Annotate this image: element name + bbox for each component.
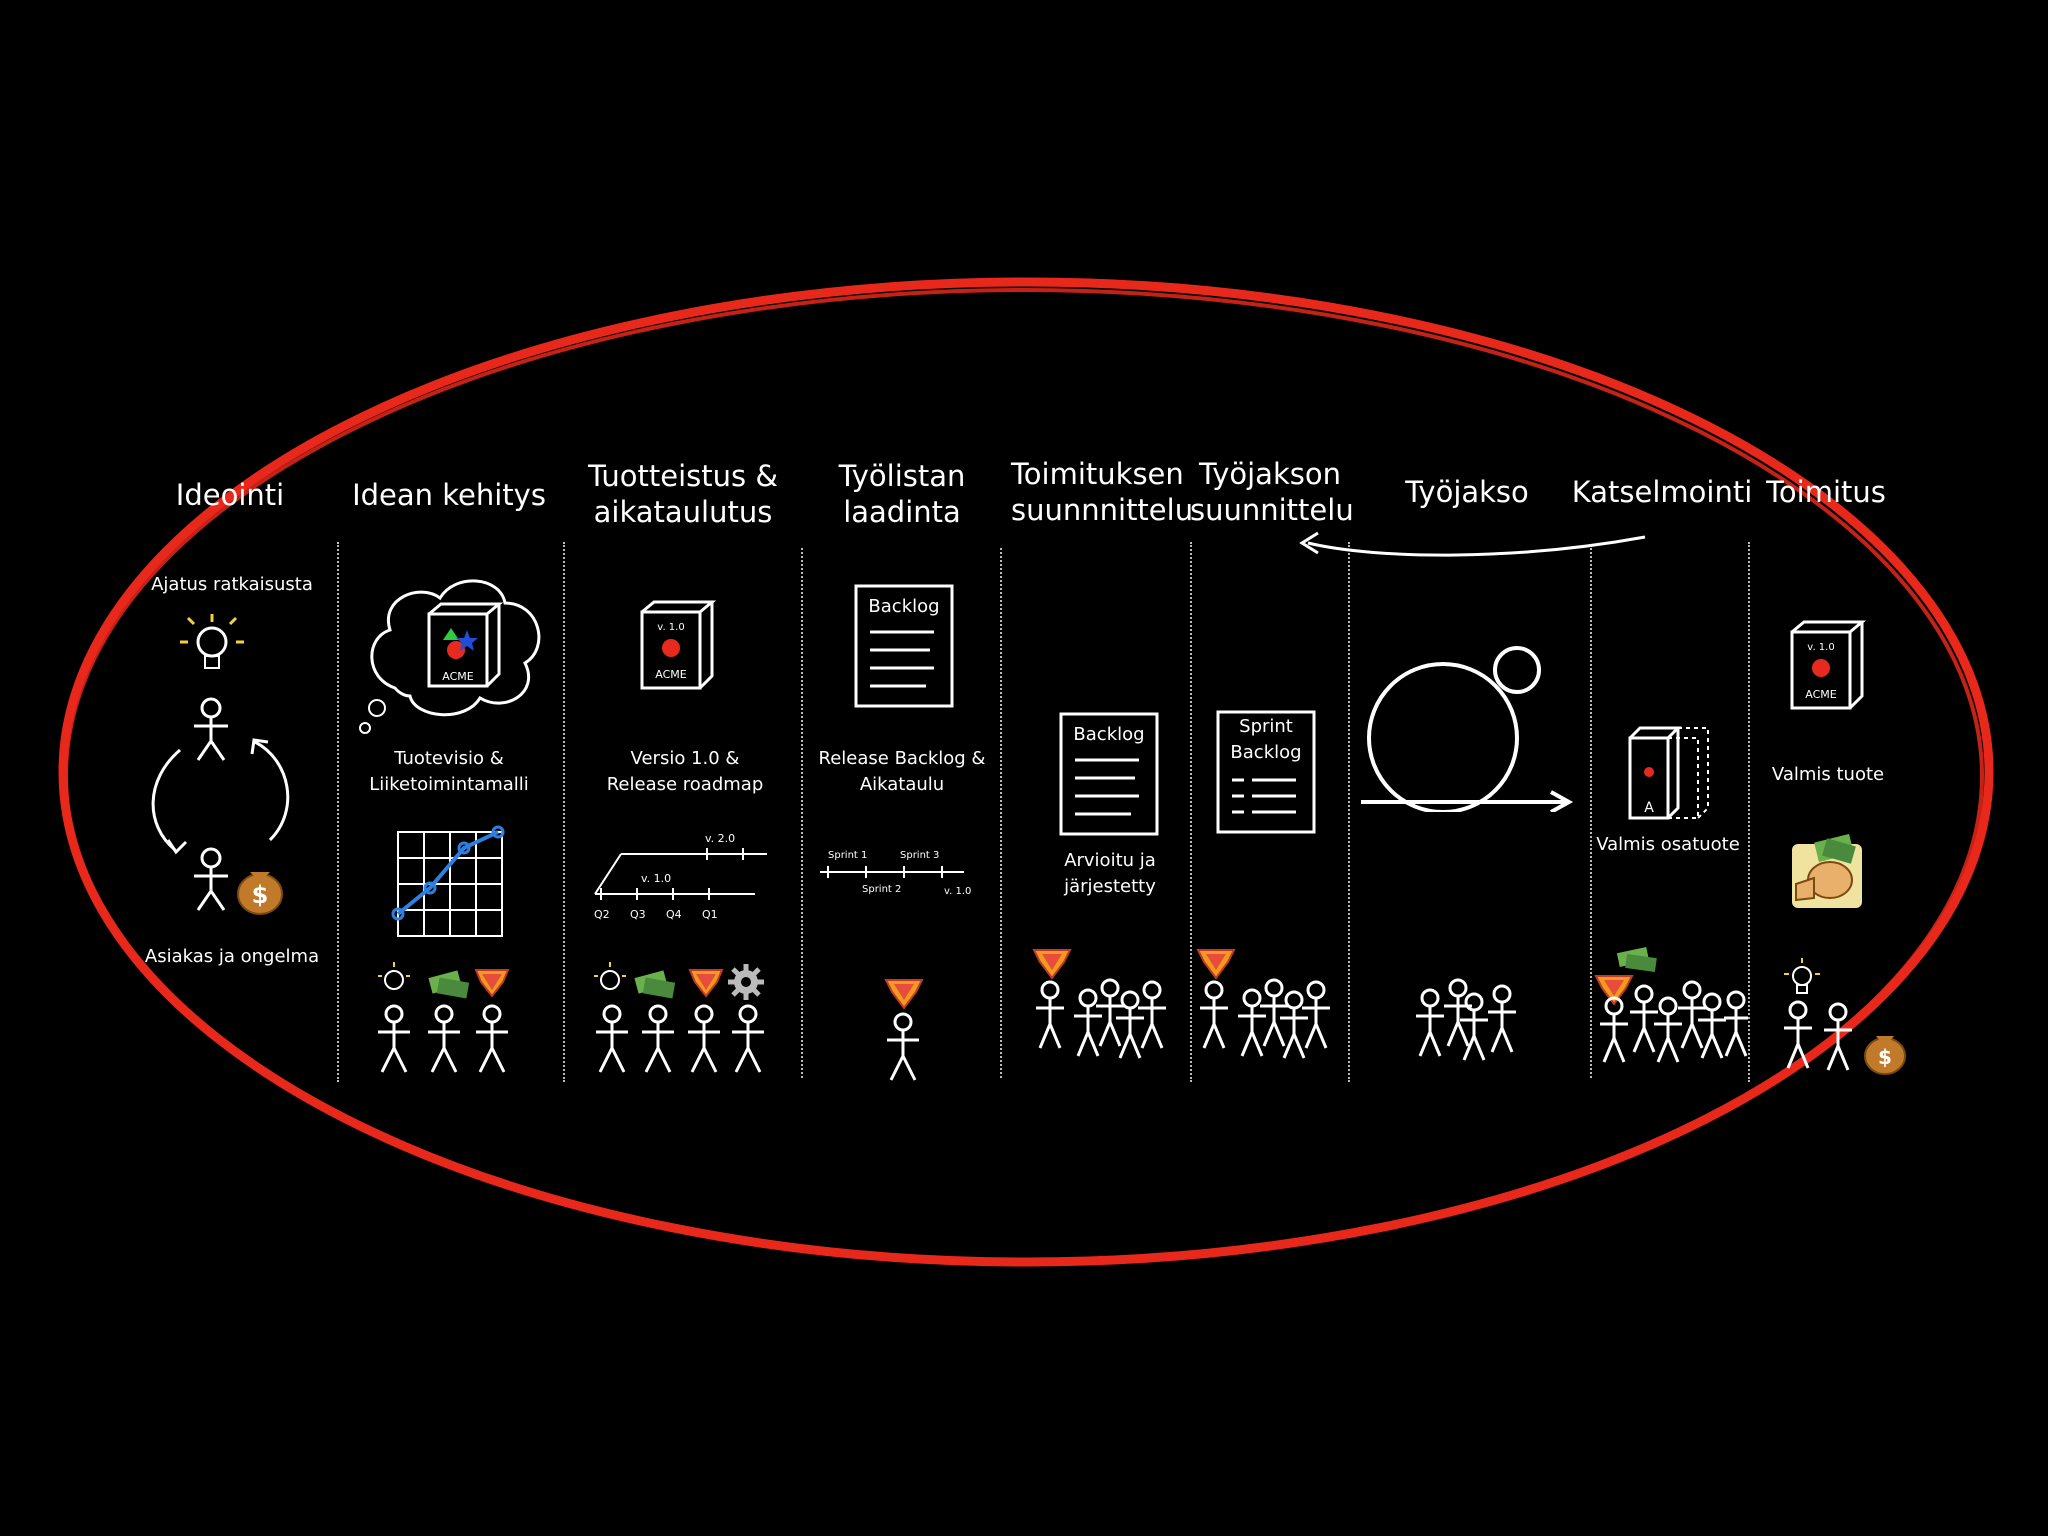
- label-ajatus-ratkaisusta: Ajatus ratkaisusta: [151, 572, 313, 598]
- svg-text:Sprint 2: Sprint 2: [862, 884, 901, 895]
- team-stick-figures-icon: [1030, 976, 1180, 1066]
- lightbulb-icon: [172, 606, 252, 686]
- sprint-backlog-document-icon: Sprint Backlog: [1212, 706, 1322, 838]
- svg-text:v. 2.0: v. 2.0: [705, 832, 735, 845]
- lightbulb-icon: [1778, 952, 1828, 1002]
- title-toimitus: Toimitus: [1766, 474, 1886, 510]
- title-katselmointi: Katselmointi: [1572, 474, 1753, 510]
- label-arvioitu-jarjestetty: Arvioitu ja järjestetty: [1055, 848, 1165, 900]
- title-tyolistan-laadinta: Työlistan laadinta: [832, 458, 972, 530]
- cycle-arrows-icon: [140, 730, 300, 860]
- svg-text:$: $: [1878, 1045, 1892, 1069]
- team-stick-figures-icon: [1194, 976, 1344, 1066]
- money-icon: [1614, 944, 1664, 974]
- svg-text:v. 1.0: v. 1.0: [657, 622, 684, 633]
- svg-text:$: $: [252, 881, 269, 909]
- superhero-cape-icon: [1196, 946, 1236, 980]
- svg-text:Q4: Q4: [666, 908, 682, 921]
- label-versio-roadmap: Versio 1.0 & Release roadmap: [600, 746, 770, 798]
- money-bag-icon: $: [230, 858, 290, 918]
- svg-text:Q1: Q1: [702, 908, 718, 921]
- svg-text:Backlog: Backlog: [868, 596, 939, 617]
- svg-text:ACME: ACME: [442, 670, 474, 683]
- stick-figure-icon: [186, 846, 236, 916]
- svg-text:ACME: ACME: [655, 668, 687, 681]
- title-tuotteistus: Tuotteistus & aikataulutus: [583, 458, 783, 530]
- team-stick-figures-icon: [1410, 976, 1530, 1066]
- money-in-hand-icon: [1788, 834, 1868, 914]
- title-tyojakson-suunnittelu: Työjakson suunnittelu: [1190, 456, 1350, 528]
- svg-text:ACME: ACME: [1805, 688, 1837, 701]
- superhero-cape-icon: [1032, 946, 1072, 980]
- sprint-cycle-icon: [1355, 642, 1595, 812]
- label-valmis-osatuote: Valmis osatuote: [1596, 832, 1740, 858]
- column-divider: [563, 542, 565, 1082]
- team-stick-figures-icon: [368, 1002, 528, 1082]
- team-stick-figures-icon: [1594, 972, 1754, 1072]
- growth-chart-icon: [390, 824, 510, 944]
- column-divider: [337, 542, 339, 1082]
- label-asiakas-ja-ongelma: Asiakas ja ongelma: [145, 944, 319, 970]
- column-divider: [1000, 548, 1002, 1078]
- team-role-icons: [368, 958, 528, 1008]
- svg-text:Q2: Q2: [594, 908, 610, 921]
- label-release-backlog: Release Backlog & Aikataulu: [817, 746, 987, 798]
- backlog-document-icon: Backlog: [1055, 708, 1165, 838]
- title-idean-kehitys: Idean kehitys: [352, 477, 546, 513]
- acme-box-icon: ACME: [425, 600, 505, 690]
- svg-text:v. 1.0: v. 1.0: [641, 872, 671, 885]
- svg-text:v. 1.0: v. 1.0: [944, 886, 971, 897]
- column-divider: [1348, 542, 1350, 1082]
- superhero-cape-icon: [884, 976, 924, 1010]
- label-valmis-tuote: Valmis tuote: [1772, 762, 1884, 788]
- sprint-timeline-icon: Sprint 1 Sprint 3 Sprint 2 v. 1.0: [814, 842, 994, 912]
- column-divider: [1190, 542, 1192, 1082]
- svg-text:Q3: Q3: [630, 908, 646, 921]
- svg-text:A: A: [1644, 800, 1654, 816]
- release-roadmap-icon: v. 1.0 v. 2.0 Q2 Q3 Q4 Q1: [585, 824, 775, 924]
- svg-text:v. 1.0: v. 1.0: [1807, 642, 1834, 653]
- title-tyojakso: Työjakso: [1405, 474, 1529, 510]
- svg-text:Sprint 3: Sprint 3: [900, 850, 939, 861]
- column-divider: [1590, 548, 1592, 1078]
- stick-figure-icon: [878, 1010, 928, 1090]
- title-ideointi: Ideointi: [176, 477, 284, 513]
- sprint-backlog-title: Sprint Backlog: [1218, 714, 1314, 766]
- svg-text:Sprint 1: Sprint 1: [828, 850, 867, 861]
- column-divider: [801, 548, 803, 1078]
- money-bag-icon: $: [1858, 1024, 1912, 1078]
- team-role-icons: [590, 958, 790, 1008]
- backlog-document-icon: Backlog: [850, 580, 960, 710]
- acme-version-box-icon: v. 1.0 ACME: [1788, 618, 1868, 714]
- svg-text:Backlog: Backlog: [1073, 724, 1144, 745]
- increment-box-icon: A: [1624, 724, 1714, 824]
- acme-version-box-icon: v. 1.0 ACME: [638, 598, 718, 694]
- team-stick-figures-icon: [1776, 998, 1866, 1078]
- label-tuotevisio: Tuotevisio & Liiketoimintamalli: [364, 746, 534, 798]
- team-stick-figures-icon: [588, 1002, 788, 1082]
- title-toimituksen-suunnittelu: Toimituksen suunnnittelu: [1011, 456, 1181, 528]
